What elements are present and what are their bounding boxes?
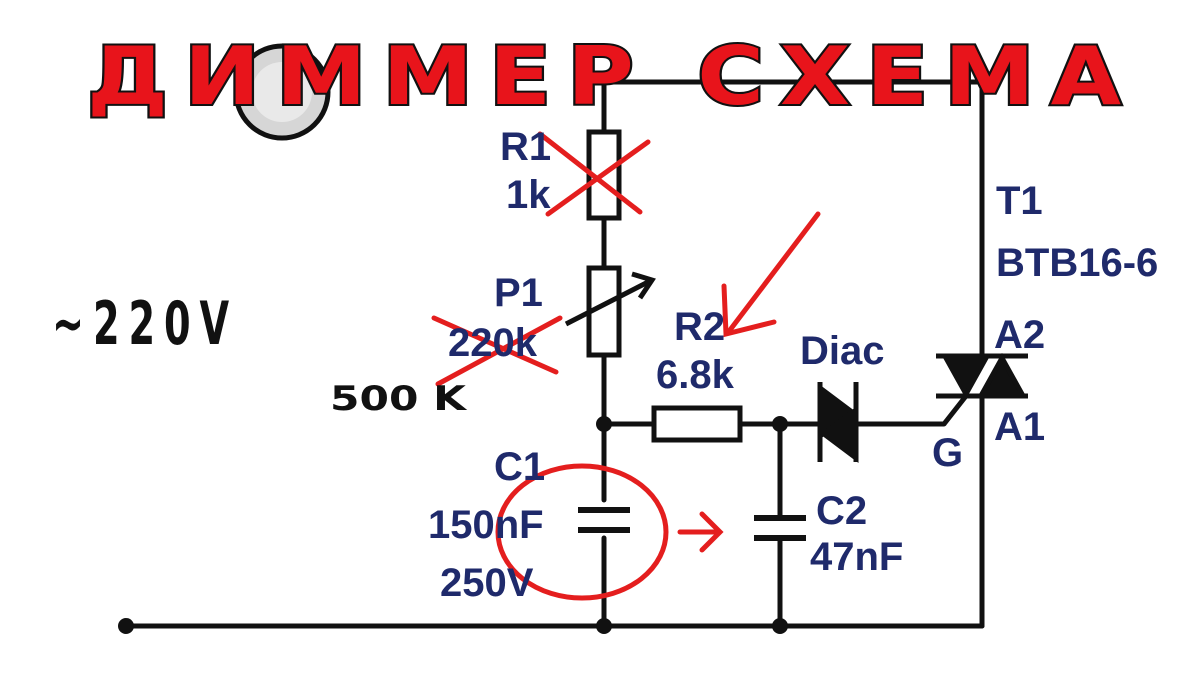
p1-name-label: P1 <box>494 271 543 315</box>
c2-capacitor <box>754 515 806 541</box>
mains-voltage-label: ~220V <box>52 289 238 359</box>
r1-name-label: R1 <box>500 125 551 169</box>
annotation-marks <box>431 131 821 601</box>
c2-name-label: C2 <box>816 489 867 533</box>
t1-a1-label: A1 <box>994 405 1045 449</box>
page-title: ДИММЕР СХЕМА <box>87 30 1137 123</box>
c1-voltage-label: 250V <box>440 561 534 605</box>
p1-value-label: 220k <box>448 321 538 365</box>
p1-replacement-label: 500 K <box>330 379 468 419</box>
c1-value-label: 150nF <box>428 503 544 547</box>
t1-name-label: T1 <box>996 179 1043 223</box>
junction-dots <box>118 416 788 634</box>
t1-part-label: BTB16-6 <box>996 241 1158 285</box>
c1-capacitor <box>578 507 630 533</box>
lamp-symbol <box>233 43 331 141</box>
diac-symbol <box>817 382 859 463</box>
r2-resistor <box>651 405 743 443</box>
r2-value-label: 6.8k <box>656 353 735 397</box>
diac-label: Diac <box>800 329 885 373</box>
c1-name-label: C1 <box>494 445 545 489</box>
t1-g-label: G <box>932 431 963 475</box>
p1-potentiometer <box>564 265 656 358</box>
r2-name-label: R2 <box>674 305 725 349</box>
r1-value-label: 1k <box>506 173 551 217</box>
c2-value-label: 47nF <box>810 535 903 579</box>
t1-a2-label: A2 <box>994 313 1045 357</box>
t1-triac <box>936 352 1028 426</box>
